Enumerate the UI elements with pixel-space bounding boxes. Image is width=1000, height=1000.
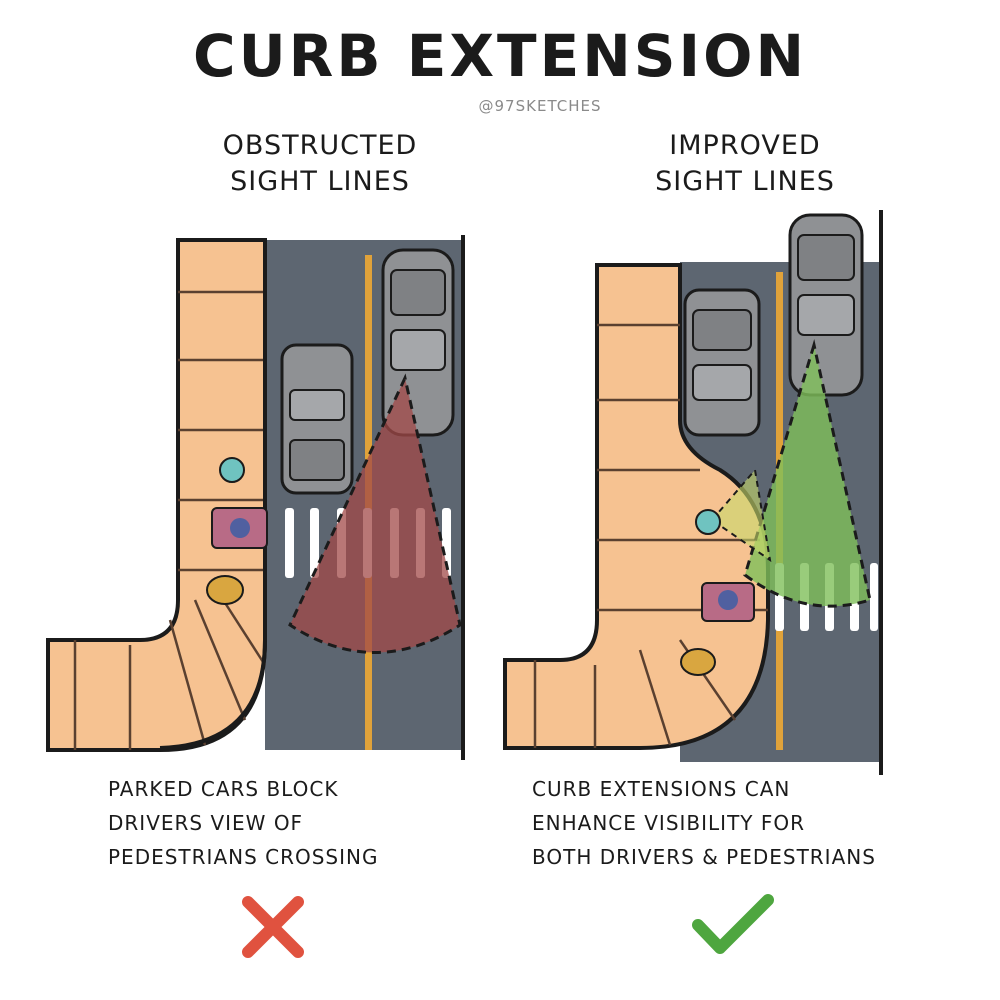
right-sidewalk-slabs xyxy=(533,323,768,748)
left-caption-line: DRIVERS VIEW OF xyxy=(108,811,304,835)
left-caption-line: PEDESTRIANS CROSSING xyxy=(108,845,379,869)
right-caption-line: BOTH DRIVERS & PEDESTRIANS xyxy=(532,845,876,869)
right-heading-line: SIGHT LINES xyxy=(655,166,835,197)
right-caption-line: CURB EXTENSIONS CAN xyxy=(532,777,791,801)
left-heading-line: OBSTRUCTED xyxy=(222,130,418,161)
right-caption: CURB EXTENSIONS CAN ENHANCE VISIBILITY F… xyxy=(532,772,876,874)
left-parked-car xyxy=(280,343,354,495)
right-pedestrians xyxy=(680,509,755,676)
left-caption: PARKED CARS BLOCK DRIVERS VIEW OF PEDEST… xyxy=(108,772,379,874)
left-heading: OBSTRUCTED SIGHT LINES xyxy=(170,128,470,200)
page-title: CURB EXTENSION xyxy=(193,22,807,90)
right-pedestrian-sight-cone xyxy=(710,467,772,563)
left-caption-line: PARKED CARS BLOCK xyxy=(108,777,339,801)
right-moving-car xyxy=(788,213,864,397)
left-pedestrians xyxy=(206,457,268,605)
red-x-icon xyxy=(242,896,304,958)
right-parked-car xyxy=(683,288,761,437)
green-check-icon xyxy=(692,894,774,954)
right-caption-line: ENHANCE VISIBILITY FOR xyxy=(532,811,806,835)
right-heading-line: IMPROVED xyxy=(669,130,821,161)
artist-credit: @97SKETCHES xyxy=(478,97,602,115)
left-sidewalk-slabs xyxy=(73,290,267,750)
right-heading: IMPROVED SIGHT LINES xyxy=(595,128,895,200)
right-sidewalk xyxy=(503,263,770,750)
left-heading-line: SIGHT LINES xyxy=(230,166,410,197)
right-sight-cone xyxy=(743,339,872,608)
left-sight-cone xyxy=(288,373,462,654)
